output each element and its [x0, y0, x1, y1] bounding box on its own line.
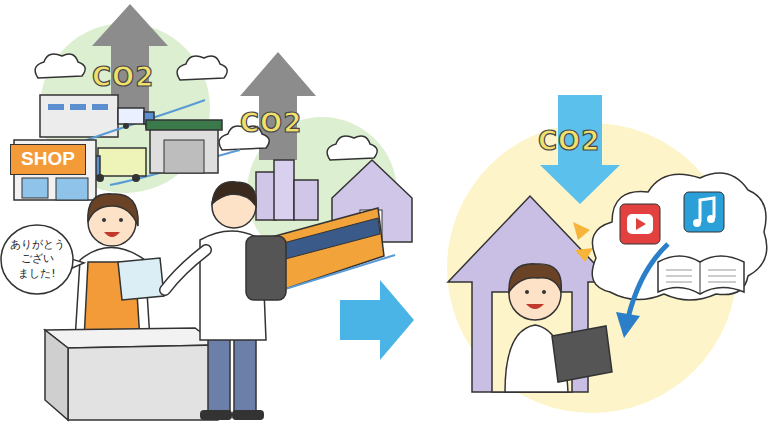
download-arrow — [628, 244, 668, 318]
shopping-bag — [118, 258, 164, 300]
tablet — [552, 326, 612, 382]
window — [92, 104, 108, 110]
speech-bubble: ありがとう ござい ました! — [2, 226, 72, 293]
co2-label: CO2 — [92, 62, 154, 92]
factory — [40, 95, 118, 137]
sign-text: SHOP — [21, 148, 75, 171]
book-icon — [658, 256, 744, 294]
co2-label: CO2 — [240, 108, 302, 138]
truck — [118, 108, 144, 124]
music-icon — [684, 192, 724, 232]
person-hair — [509, 264, 561, 292]
video-icon — [620, 204, 660, 244]
shop-door — [56, 178, 88, 200]
window — [70, 104, 86, 110]
transition-arrow — [340, 280, 414, 360]
backpack — [246, 236, 286, 300]
speech-text: ありがとう ござい ました! — [8, 238, 66, 281]
cashier-mouth — [104, 232, 120, 237]
customer-leg — [208, 335, 230, 413]
city-building — [274, 160, 294, 220]
cloud — [592, 173, 767, 300]
smoke-puff — [35, 54, 85, 78]
home — [448, 196, 612, 392]
warehouse-door — [164, 140, 204, 173]
co2-label: CO2 — [538, 126, 600, 156]
warehouse — [150, 128, 218, 173]
smoke-puff — [327, 136, 377, 160]
customer-leg — [234, 335, 256, 413]
warehouse-roof — [146, 120, 222, 130]
shop-window — [22, 178, 48, 198]
window — [48, 104, 64, 110]
counter-side — [45, 330, 68, 420]
shop-sign: SHOP — [10, 144, 86, 175]
truck — [98, 148, 146, 176]
cashier-hair — [88, 194, 138, 226]
train-windows — [272, 218, 380, 262]
customer-arm — [165, 250, 206, 290]
smoke-puff — [177, 56, 227, 80]
counter-front — [68, 345, 218, 420]
city-building — [256, 172, 276, 220]
city-building — [294, 180, 318, 220]
customer-hair — [212, 182, 256, 206]
